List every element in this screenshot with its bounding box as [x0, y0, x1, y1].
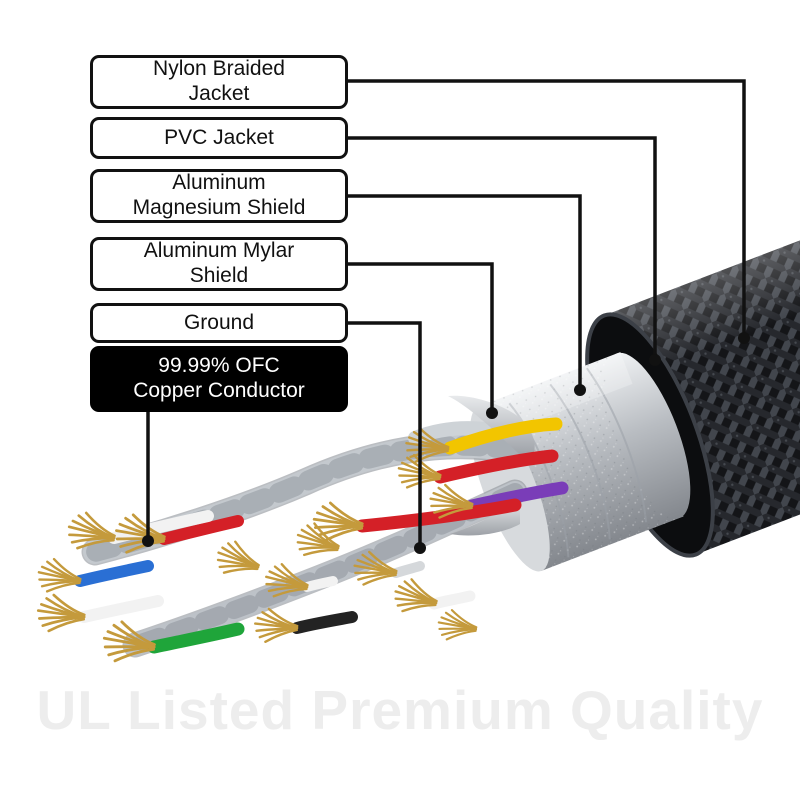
leader-line-mylar-shield — [348, 262, 494, 413]
wire-white-1 — [108, 510, 214, 544]
copper-strands — [389, 574, 442, 621]
wire-green — [147, 622, 245, 654]
callout-dot-copper — [142, 535, 154, 547]
copper-strands — [211, 536, 265, 585]
braid-sheen — [602, 205, 800, 382]
wire-red-1 — [433, 449, 559, 484]
wire-red-3 — [158, 515, 244, 545]
insulated-wires — [74, 417, 569, 654]
copper-strands — [34, 555, 85, 599]
leader-line-almg-shield — [348, 194, 582, 390]
cable-body — [470, 205, 800, 572]
foil-wrinkle — [508, 402, 570, 558]
label-aluminum-mylar-shield: Aluminum Mylar Shield — [90, 237, 348, 291]
foil-wrinkle — [586, 367, 647, 523]
wire-white-stub — [302, 576, 338, 592]
leader-dots — [142, 332, 750, 554]
label-pvc-jacket: PVC Jacket — [90, 117, 348, 159]
wire-white-stub — [428, 590, 476, 610]
copper-strands — [435, 607, 480, 646]
wire-white-2 — [78, 595, 164, 623]
wire-purple — [465, 481, 569, 513]
leader-line-ground — [348, 321, 422, 548]
leader-line-nylon-jacket — [348, 79, 746, 338]
callout-dot-nylon — [738, 332, 750, 344]
foil-shield-end-right — [605, 352, 691, 519]
callout-dot-mylar — [486, 407, 498, 419]
wire-silver-stub — [391, 561, 425, 578]
callout-dot-pvc — [649, 354, 661, 366]
wire-blue — [74, 560, 154, 587]
callout-dot-almg — [574, 384, 586, 396]
wire-black — [291, 611, 358, 634]
callout-dot-ground — [414, 542, 426, 554]
label-nylon-braided-jacket: Nylon Braided Jacket — [90, 55, 348, 109]
mylar-foil-fragment — [448, 395, 535, 456]
mylar-foil-fragment — [450, 500, 520, 536]
label-copper-conductor: 99.99% OFC Copper Conductor — [90, 346, 348, 412]
label-aluminum-magnesium-shield: Aluminum Magnesium Shield — [90, 169, 348, 223]
foil-wrinkle — [549, 383, 611, 540]
label-ground: Ground — [90, 303, 348, 343]
copper-strands — [34, 591, 88, 637]
watermark-text: UL Listed Premium Quality — [36, 679, 764, 741]
leader-lines — [146, 79, 746, 548]
wire-yellow — [443, 417, 563, 455]
copper-strands — [99, 617, 159, 669]
leader-line-pvc-jacket — [348, 136, 657, 360]
wire-red-2 — [355, 498, 522, 533]
